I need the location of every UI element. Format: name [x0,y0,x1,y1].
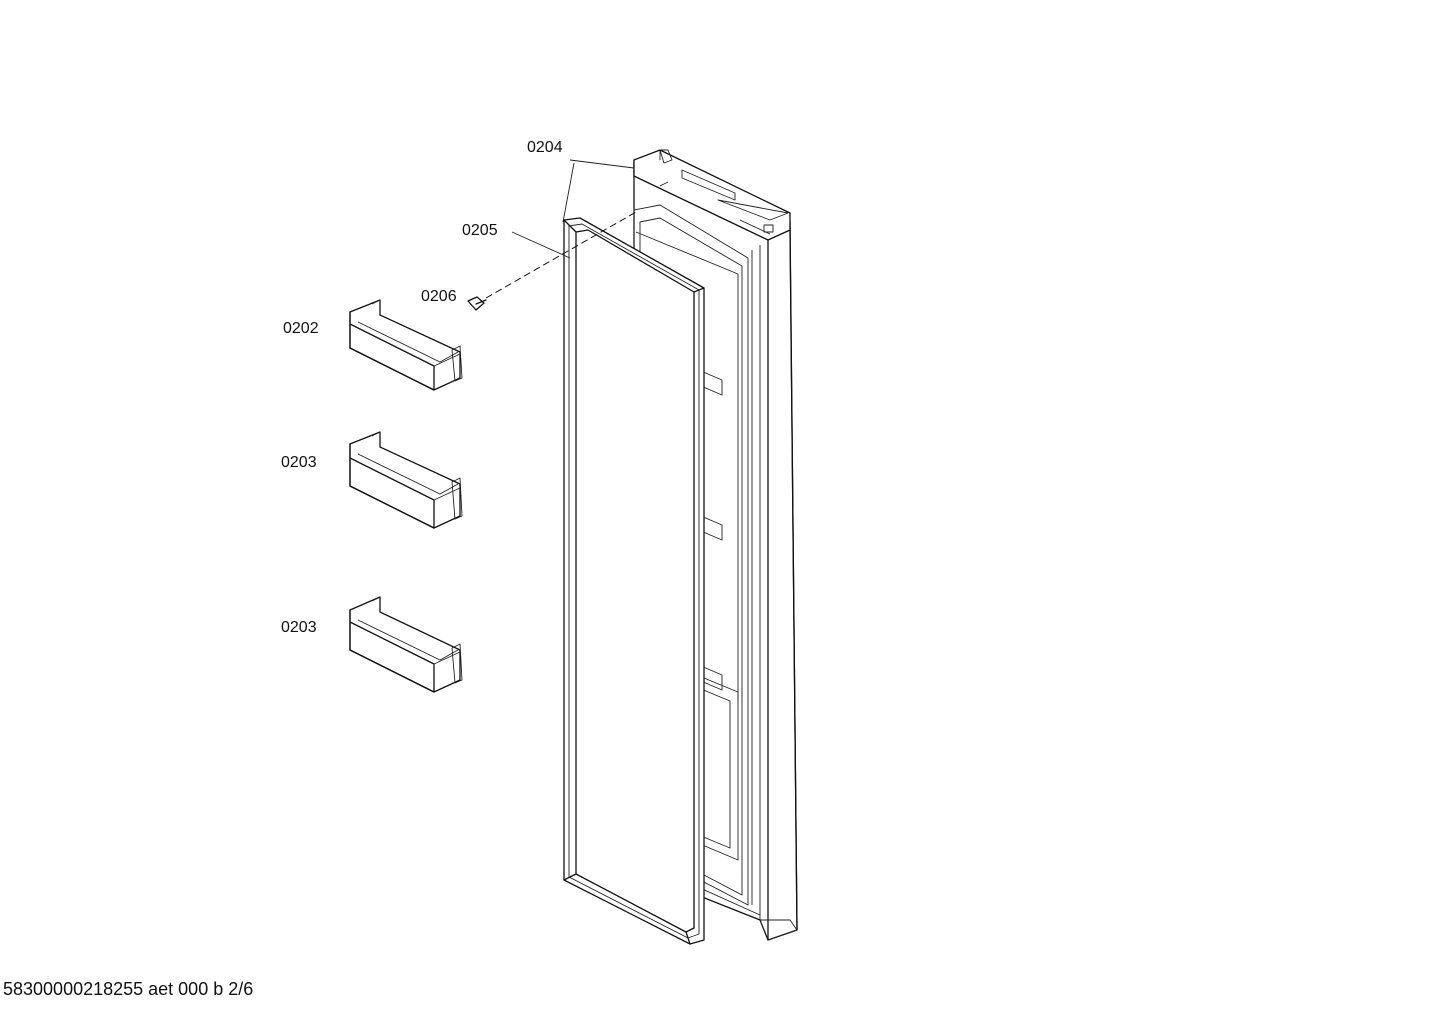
label-shelf-top: 0202 [283,320,319,337]
screw [467,296,487,311]
door-shelf-0202 [349,299,463,391]
drawing-reference-footer: 58300000218255 aet 000 b 2/6 [3,979,254,999]
label-gasket: 0205 [462,222,498,239]
label-shelf-middle: 0203 [281,454,317,471]
label-door: 0204 [527,139,563,156]
door-shelf-0203-middle [349,431,463,529]
screw-axis-line [485,211,637,299]
door-gasket [563,217,705,945]
label-shelf-bottom: 0203 [281,619,317,636]
door-shelf-0203-bottom [349,596,463,693]
label-screw: 0206 [421,288,457,305]
leader-lines [511,159,635,259]
